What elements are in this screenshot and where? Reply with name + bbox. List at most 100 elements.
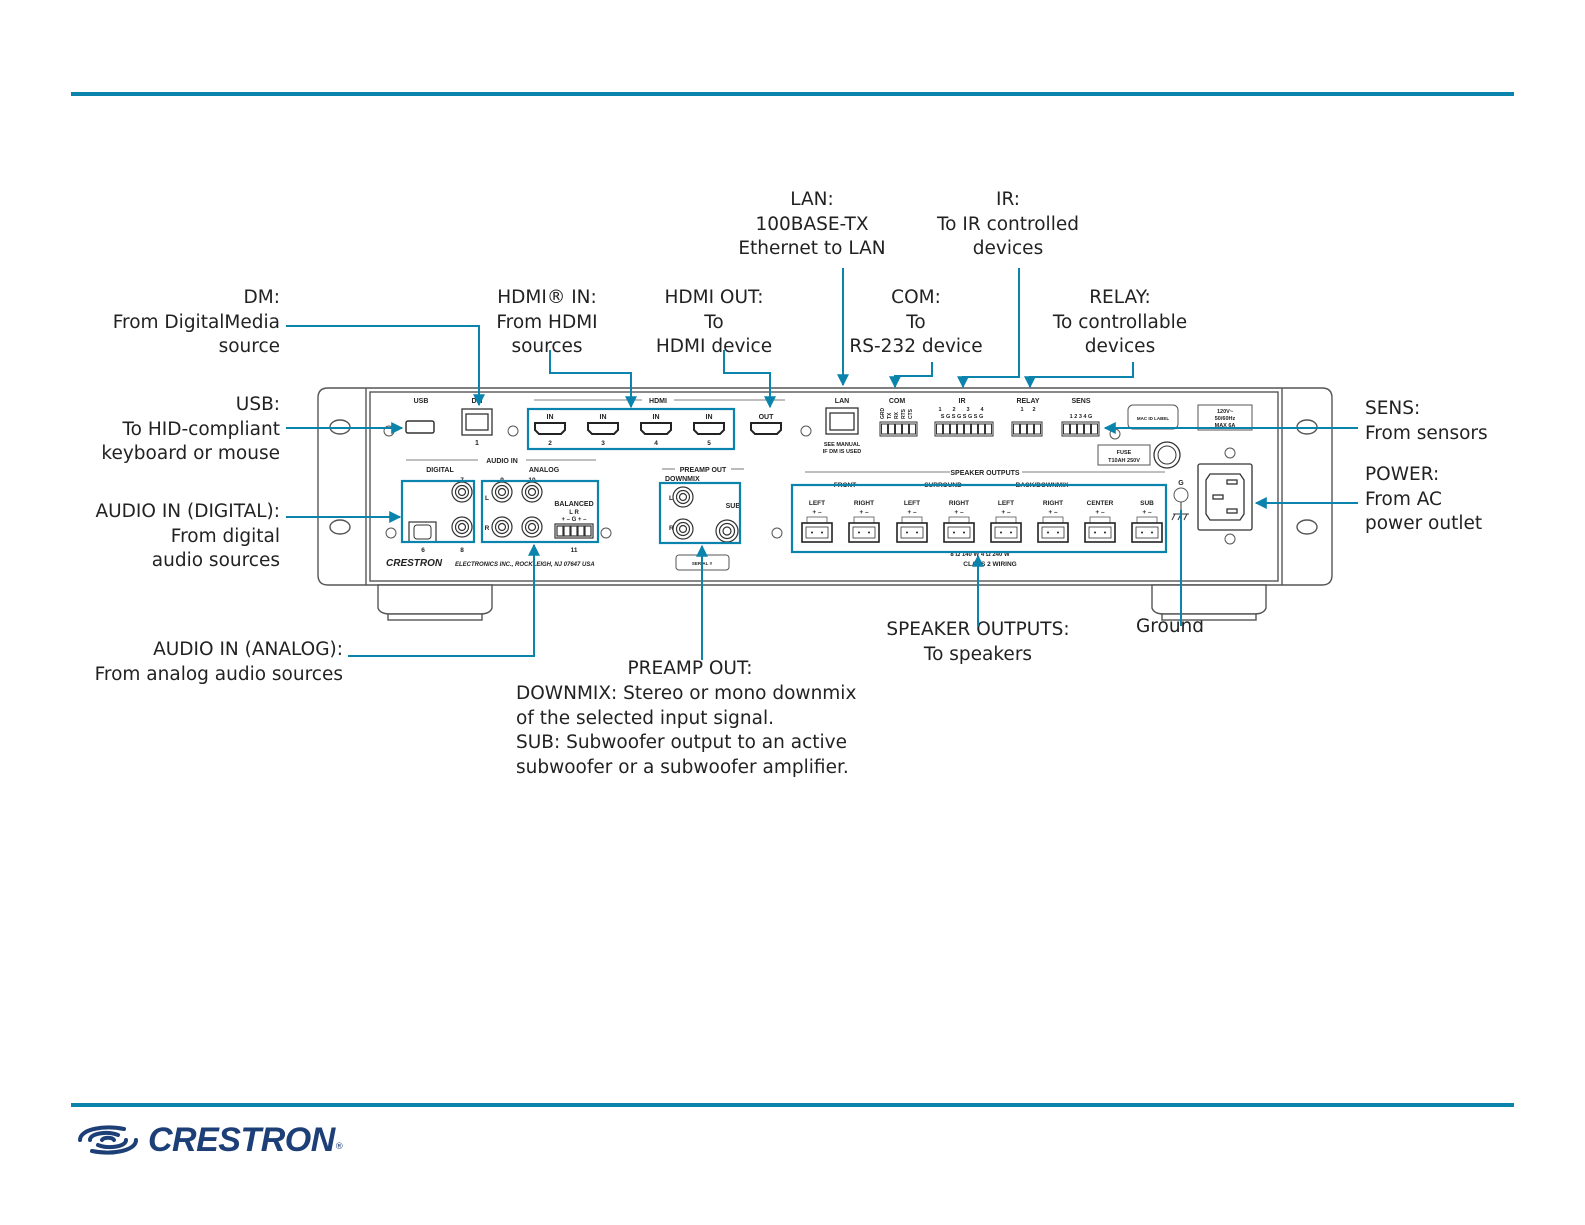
panel-brand: CRESTRON	[386, 558, 443, 569]
header-rule	[71, 92, 1514, 96]
leader-lines	[286, 268, 1358, 660]
svg-text:8: 8	[460, 547, 464, 554]
hdmi-port-number: 4	[654, 440, 658, 447]
logo-registered: ®	[334, 1142, 344, 1152]
sens-pins: 1 2 3 4 G	[1070, 414, 1093, 420]
callout-sens: SENS:From sensors	[1365, 398, 1488, 444]
usb-port	[405, 420, 435, 434]
svg-text:L: L	[669, 495, 673, 502]
speaker-channel-label: LEFT	[998, 500, 1014, 507]
leader-audio-analog	[348, 543, 540, 657]
callout-audio-analog: AUDIO IN (ANALOG):From analog audio sour…	[94, 639, 343, 685]
power-inlet	[1197, 463, 1253, 531]
logo-text: CRESTRON	[148, 1120, 335, 1159]
svg-text:T10AH 250V: T10AH 250V	[1108, 458, 1140, 464]
speaker-channel-label: RIGHT	[854, 500, 874, 507]
com-pin-label: RTS	[901, 408, 907, 419]
svg-text:L: L	[485, 495, 489, 502]
label-balanced: BALANCED	[554, 501, 593, 508]
svg-text:6: 6	[421, 547, 425, 554]
callout-speaker-outputs: SPEAKER OUTPUTS:To speakers	[886, 619, 1070, 665]
lan-port	[825, 407, 859, 435]
speaker-channel-label: SUB	[1140, 500, 1154, 507]
label-hdmi-in: IN	[547, 414, 554, 421]
label-com: COM	[889, 398, 906, 405]
label-analog: ANALOG	[529, 467, 560, 474]
ir-channel-number: 3	[966, 407, 969, 413]
dm-port	[461, 408, 493, 436]
label-speaker-outputs: SPEAKER OUTPUTS	[950, 470, 1020, 477]
label-ground: G	[1178, 480, 1184, 487]
hdmi-port-number: 3	[601, 440, 605, 447]
svg-text:FUSE: FUSE	[1117, 450, 1132, 456]
fuse-label	[1097, 444, 1151, 466]
highlight-boxes	[400, 407, 1168, 554]
speaker-channel-label: CENTER	[1087, 500, 1114, 507]
svg-text:+ – G + –: + – G + –	[561, 517, 587, 523]
label-dm-num: 1	[475, 440, 479, 447]
footer-rule	[71, 1103, 1514, 1107]
speaker-polarity: + –	[1001, 509, 1011, 516]
speaker-polarity: + –	[1048, 509, 1058, 516]
com-pin-label: RX	[894, 411, 900, 419]
speaker-polarity: + –	[1095, 509, 1105, 516]
svg-text:L R: L R	[569, 510, 579, 516]
speaker-polarity: + –	[812, 509, 822, 516]
label-lan: LAN	[835, 398, 849, 405]
hdmi-in-port	[587, 422, 619, 435]
hdmi-port-number: 5	[707, 440, 711, 447]
ir-pins: S G S G S G S G	[941, 414, 983, 420]
label-ir: IR	[959, 398, 966, 405]
svg-text:R: R	[669, 525, 674, 532]
hdmi-out-port	[750, 422, 782, 435]
ir-channel-number: 1	[938, 407, 941, 413]
leader-relay	[1024, 362, 1134, 389]
speaker-channel-label: RIGHT	[1043, 500, 1063, 507]
label-class-wiring: CLASS 2 WIRING	[963, 561, 1016, 568]
label-relay: RELAY	[1016, 398, 1039, 405]
foot-right	[1151, 584, 1267, 615]
relay-channel-number: 2	[1032, 407, 1035, 413]
hdmi-in-port	[693, 422, 725, 435]
lan-note-1: SEE MANUAL	[824, 442, 861, 448]
hdmi-in-port	[534, 422, 566, 435]
swirl-logo-icon	[78, 1125, 138, 1155]
label-sub: SUB	[726, 503, 741, 510]
relay-channel-number: 1	[1020, 407, 1023, 413]
label-hdmi-in: IN	[600, 414, 607, 421]
rack-ear-hole	[329, 519, 351, 535]
label-usb: USB	[414, 398, 429, 405]
power-rating	[1197, 404, 1253, 431]
speaker-channel-label: RIGHT	[949, 500, 969, 507]
leader-hdmi-in	[549, 350, 637, 409]
svg-text:120V~: 120V~	[1217, 409, 1233, 415]
speaker-polarity: + –	[859, 509, 869, 516]
com-pin-label: CTS	[908, 408, 914, 419]
speaker-polarity: + –	[1142, 509, 1152, 516]
rack-ear-hole	[1296, 519, 1318, 535]
label-audio-in: AUDIO IN	[486, 458, 518, 465]
svg-text:50/60Hz: 50/60Hz	[1215, 416, 1236, 422]
foot-left	[377, 584, 493, 615]
screws	[383, 425, 1236, 545]
label-hdmi-in: IN	[706, 414, 713, 421]
label-hdmi-out: OUT	[759, 414, 775, 421]
panel-address: ELECTRONICS INC., ROCKLEIGH, NJ 07647 US…	[455, 562, 595, 568]
hdmi-in-port	[640, 422, 672, 435]
speaker-channel-label: LEFT	[809, 500, 825, 507]
hdmi-port-number: 2	[548, 440, 552, 447]
svg-text:MAC ID LABEL: MAC ID LABEL	[1137, 416, 1169, 421]
svg-text:MAX 6A: MAX 6A	[1215, 423, 1236, 429]
com-pin-label: TX	[887, 412, 893, 419]
